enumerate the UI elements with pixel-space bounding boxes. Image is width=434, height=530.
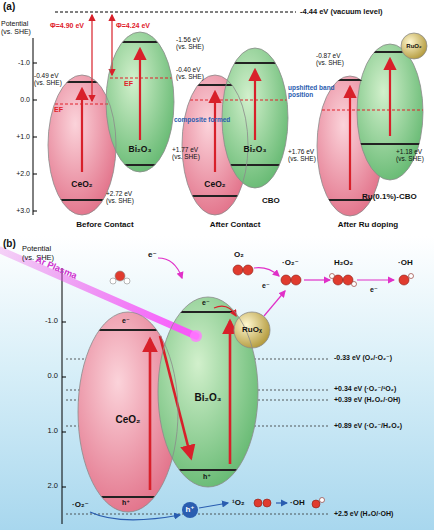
excitation-arrows-b <box>150 321 230 490</box>
energy-label: +1.76 eV (vs. SHE) <box>288 148 320 163</box>
cocatalyst-sphere: RuOₓ <box>234 312 270 348</box>
sample-name: Ru(0.1%)-CBO <box>362 192 417 201</box>
species-label: H₂O₂ <box>334 258 353 267</box>
carrier-label: e⁻ <box>148 250 157 259</box>
tick-label: 2.0 <box>48 482 58 491</box>
tick-label: 0.0 <box>20 96 30 104</box>
group-title: After Ru doping <box>338 220 398 229</box>
outline <box>234 312 270 348</box>
redox-level-label: +0.89 eV (·O₂⁻/H₂O₂) <box>334 422 402 430</box>
energy-label: -1.56 eV (vs. SHE) <box>176 36 210 51</box>
plasma-electron-arrow <box>158 258 182 278</box>
semiconductor-ellipse: Bi₂O₃ <box>106 32 174 172</box>
semiconductor-ellipse: Bi₂O₃ <box>222 48 288 188</box>
tick-label: 1.0 <box>48 427 58 436</box>
band-edges-a <box>40 42 430 200</box>
carrier-label: e⁻ <box>202 299 210 307</box>
redox-level-label: -0.33 eV (O₂/·O₂⁻) <box>334 354 392 362</box>
annotation: composite formed <box>174 116 230 123</box>
axis-title: Potential <box>1 20 28 28</box>
carrier-label: e⁻ <box>122 317 130 325</box>
ru-sphere <box>401 33 427 59</box>
semiconductor-ellipse: CeO₂ <box>182 75 248 215</box>
carrier-label: h⁺ <box>203 473 211 481</box>
carrier-label: h⁺ <box>185 505 194 514</box>
species-label: O₂ <box>234 250 244 259</box>
material-name: CeO₂ <box>71 180 92 190</box>
species-label: ·OH <box>398 258 413 267</box>
shape-outline <box>78 312 178 512</box>
axis-title: (vs. SHE) <box>1 28 31 36</box>
work-function-label: Φ=4.24 eV <box>116 22 150 30</box>
fermi-label: EF <box>124 80 133 88</box>
singlet-oxygen-molecules <box>254 498 325 509</box>
energy-label: +1.18 eV (vs. SHE) <box>396 148 428 163</box>
carrier-label: e⁻ <box>370 286 378 294</box>
species-label: ·O₂⁻ <box>282 258 299 267</box>
material-name: RuOₓ <box>242 325 262 334</box>
water-molecule <box>110 271 130 284</box>
tick-label: +2.0 <box>16 170 30 178</box>
outline <box>401 33 427 59</box>
carrier-label: e⁻ <box>262 282 270 290</box>
species-label: ·OH <box>290 498 305 507</box>
oxygen-molecules <box>233 265 414 287</box>
cocatalyst-sphere: RuO₂ <box>401 33 427 59</box>
fermi-label: EF <box>54 106 63 114</box>
plasma-label: Ar Plasma <box>34 254 79 281</box>
electron-transfer <box>214 306 236 316</box>
work-function-label: Φ=4.90 eV <box>50 22 84 30</box>
axis-b <box>62 268 66 524</box>
species-label: ¹O₂ <box>232 498 244 507</box>
semiconductor-fills-a <box>48 32 423 216</box>
energy-label: +1.77 eV (vs. SHE) <box>172 146 206 161</box>
energy-label: -4.44 eV (vacuum level) <box>300 8 383 17</box>
redox-level-label: +0.39 eV (H₂O₂/·OH) <box>334 396 400 404</box>
panel-letter: (b) <box>3 238 16 250</box>
redox-level-label: +2.5 eV (H₂O/·OH) <box>334 510 393 518</box>
sample-name: CBO <box>262 196 280 205</box>
excitation-arrows-a <box>82 49 390 190</box>
redox-level-label: +0.34 eV (·O₂⁻/¹O₂) <box>334 385 396 393</box>
ruox-sphere <box>234 312 270 348</box>
group-title: Before Contact <box>76 220 133 229</box>
axis-title: Potential <box>22 245 51 254</box>
panel-letter: (a) <box>3 1 15 13</box>
shape-outline <box>182 75 248 215</box>
semiconductor-ellipse: CeO₂ <box>78 312 178 512</box>
energy-label: +2.72 eV (vs. SHE) <box>106 190 140 205</box>
vacuum-level <box>55 12 296 13</box>
tick-label: 0.0 <box>48 372 58 381</box>
energy-label: -0.49 eV (vs. SHE) <box>34 72 66 87</box>
material-name: Bi₂O₃ <box>244 145 267 155</box>
reaction-arrows <box>254 268 394 316</box>
axis-a <box>33 38 37 215</box>
energy-label: -0.87 eV (vs. SHE) <box>316 52 348 67</box>
tick-label: -1.0 <box>45 317 58 326</box>
band-edges-b <box>70 312 270 497</box>
annotation: upshifted band position <box>288 84 340 99</box>
outline <box>182 75 248 215</box>
material-name: CeO₂ <box>204 180 225 190</box>
tick-label: +1.0 <box>16 133 30 141</box>
outline <box>222 48 288 188</box>
material-name: Bi₂O₃ <box>195 392 222 404</box>
species-label: ·O₂⁻ <box>72 500 89 509</box>
tick-label: +3.0 <box>16 207 30 215</box>
material-name: RuO₂ <box>406 43 421 50</box>
carrier-label: h⁺ <box>122 499 130 507</box>
shape-outline <box>222 48 288 188</box>
panel-b-ground <box>0 236 434 530</box>
material-name: CeO₂ <box>115 414 140 426</box>
material-name: Bi₂O₃ <box>129 145 152 155</box>
tick-label: -1.0 <box>18 59 30 67</box>
outline <box>106 32 174 172</box>
energy-label: -0.40 eV (vs. SHE) <box>176 66 208 81</box>
hole-circle <box>182 502 198 518</box>
outline <box>78 312 178 512</box>
fermi-levels <box>190 100 423 110</box>
group-title: After Contact <box>210 220 261 229</box>
